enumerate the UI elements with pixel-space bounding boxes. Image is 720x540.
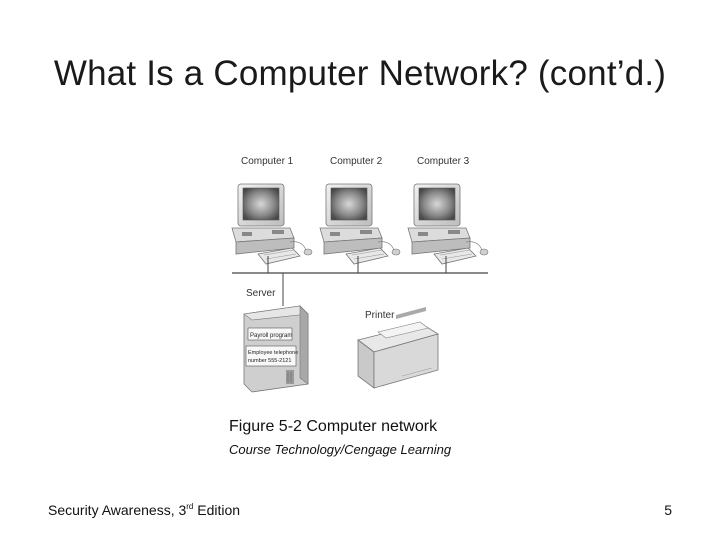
- computer-2-icon: [319, 183, 401, 265]
- server-label: Server: [246, 288, 276, 299]
- figure-credit: Course Technology/Cengage Learning: [229, 442, 452, 457]
- page-number: 5: [664, 502, 672, 518]
- computer-2-label: Computer 2: [330, 156, 383, 167]
- payroll-card: [247, 327, 293, 341]
- computer-1-icon: [231, 183, 313, 265]
- employee-card-line2: number 555-2121: [248, 358, 291, 364]
- figure-caption: Figure 5-2 Computer network: [229, 418, 438, 435]
- employee-card-line1: Employee telephone: [248, 350, 298, 356]
- network-figure: Computer 1 Computer 2 Computer 3 Server …: [228, 148, 498, 396]
- printer-label: Printer: [365, 310, 395, 321]
- network-diagram: Computer 1 Computer 2 Computer 3 Server …: [231, 156, 489, 393]
- computer-3-label: Computer 3: [417, 156, 470, 167]
- printer-icon: [357, 306, 439, 389]
- computer-1-label: Computer 1: [241, 156, 294, 167]
- payroll-card-text: Payroll program: [250, 333, 292, 339]
- slide-title: What Is a Computer Network? (cont’d.): [53, 54, 667, 93]
- footer-title-suffix: Edition: [193, 502, 241, 518]
- footer-title-superscript: rd: [186, 502, 194, 511]
- employee-card: [245, 345, 297, 367]
- footer-book-title: Security Awareness, 3rd Edition: [48, 502, 240, 518]
- footer-title-prefix: Security Awareness, 3: [48, 502, 187, 518]
- computer-3-icon: [407, 183, 489, 265]
